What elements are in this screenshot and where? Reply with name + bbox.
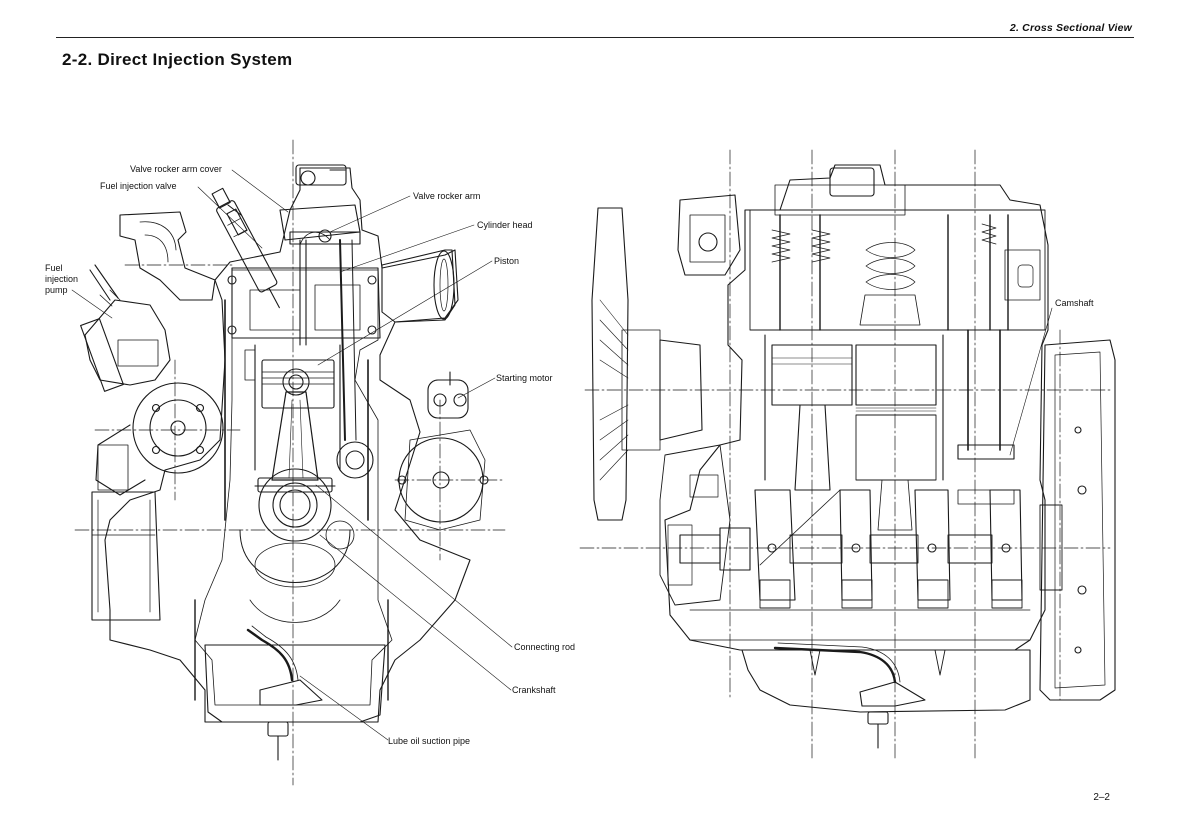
label-connecting-rod: Connecting rod	[514, 642, 575, 652]
label-fuel-injection-pump-line2: injection	[45, 274, 78, 284]
header-rule	[56, 37, 1134, 38]
label-starting-motor: Starting motor	[496, 373, 553, 383]
label-lube-oil-suction-pipe: Lube oil suction pipe	[388, 736, 470, 746]
label-fuel-injection-pump-line3: pump	[45, 285, 68, 295]
side-cross-section-view	[579, 149, 1116, 761]
label-fuel-injection-valve: Fuel injection valve	[100, 181, 177, 191]
label-valve-rocker-arm: Valve rocker arm	[413, 191, 480, 201]
front-cross-section-view	[74, 139, 506, 786]
label-cylinder-head: Cylinder head	[477, 220, 533, 230]
label-crankshaft: Crankshaft	[512, 685, 556, 695]
page-number: 2–2	[1093, 792, 1110, 803]
label-valve-rocker-arm-cover: Valve rocker arm cover	[130, 164, 222, 174]
left-leader-lines	[71, 169, 513, 741]
section-title: 2-2. Direct Injection System	[62, 50, 293, 69]
label-camshaft: Camshaft	[1055, 298, 1094, 308]
running-header: 2. Cross Sectional View	[1009, 22, 1132, 34]
label-fuel-injection-pump-line1: Fuel	[45, 263, 63, 273]
label-piston: Piston	[494, 256, 519, 266]
